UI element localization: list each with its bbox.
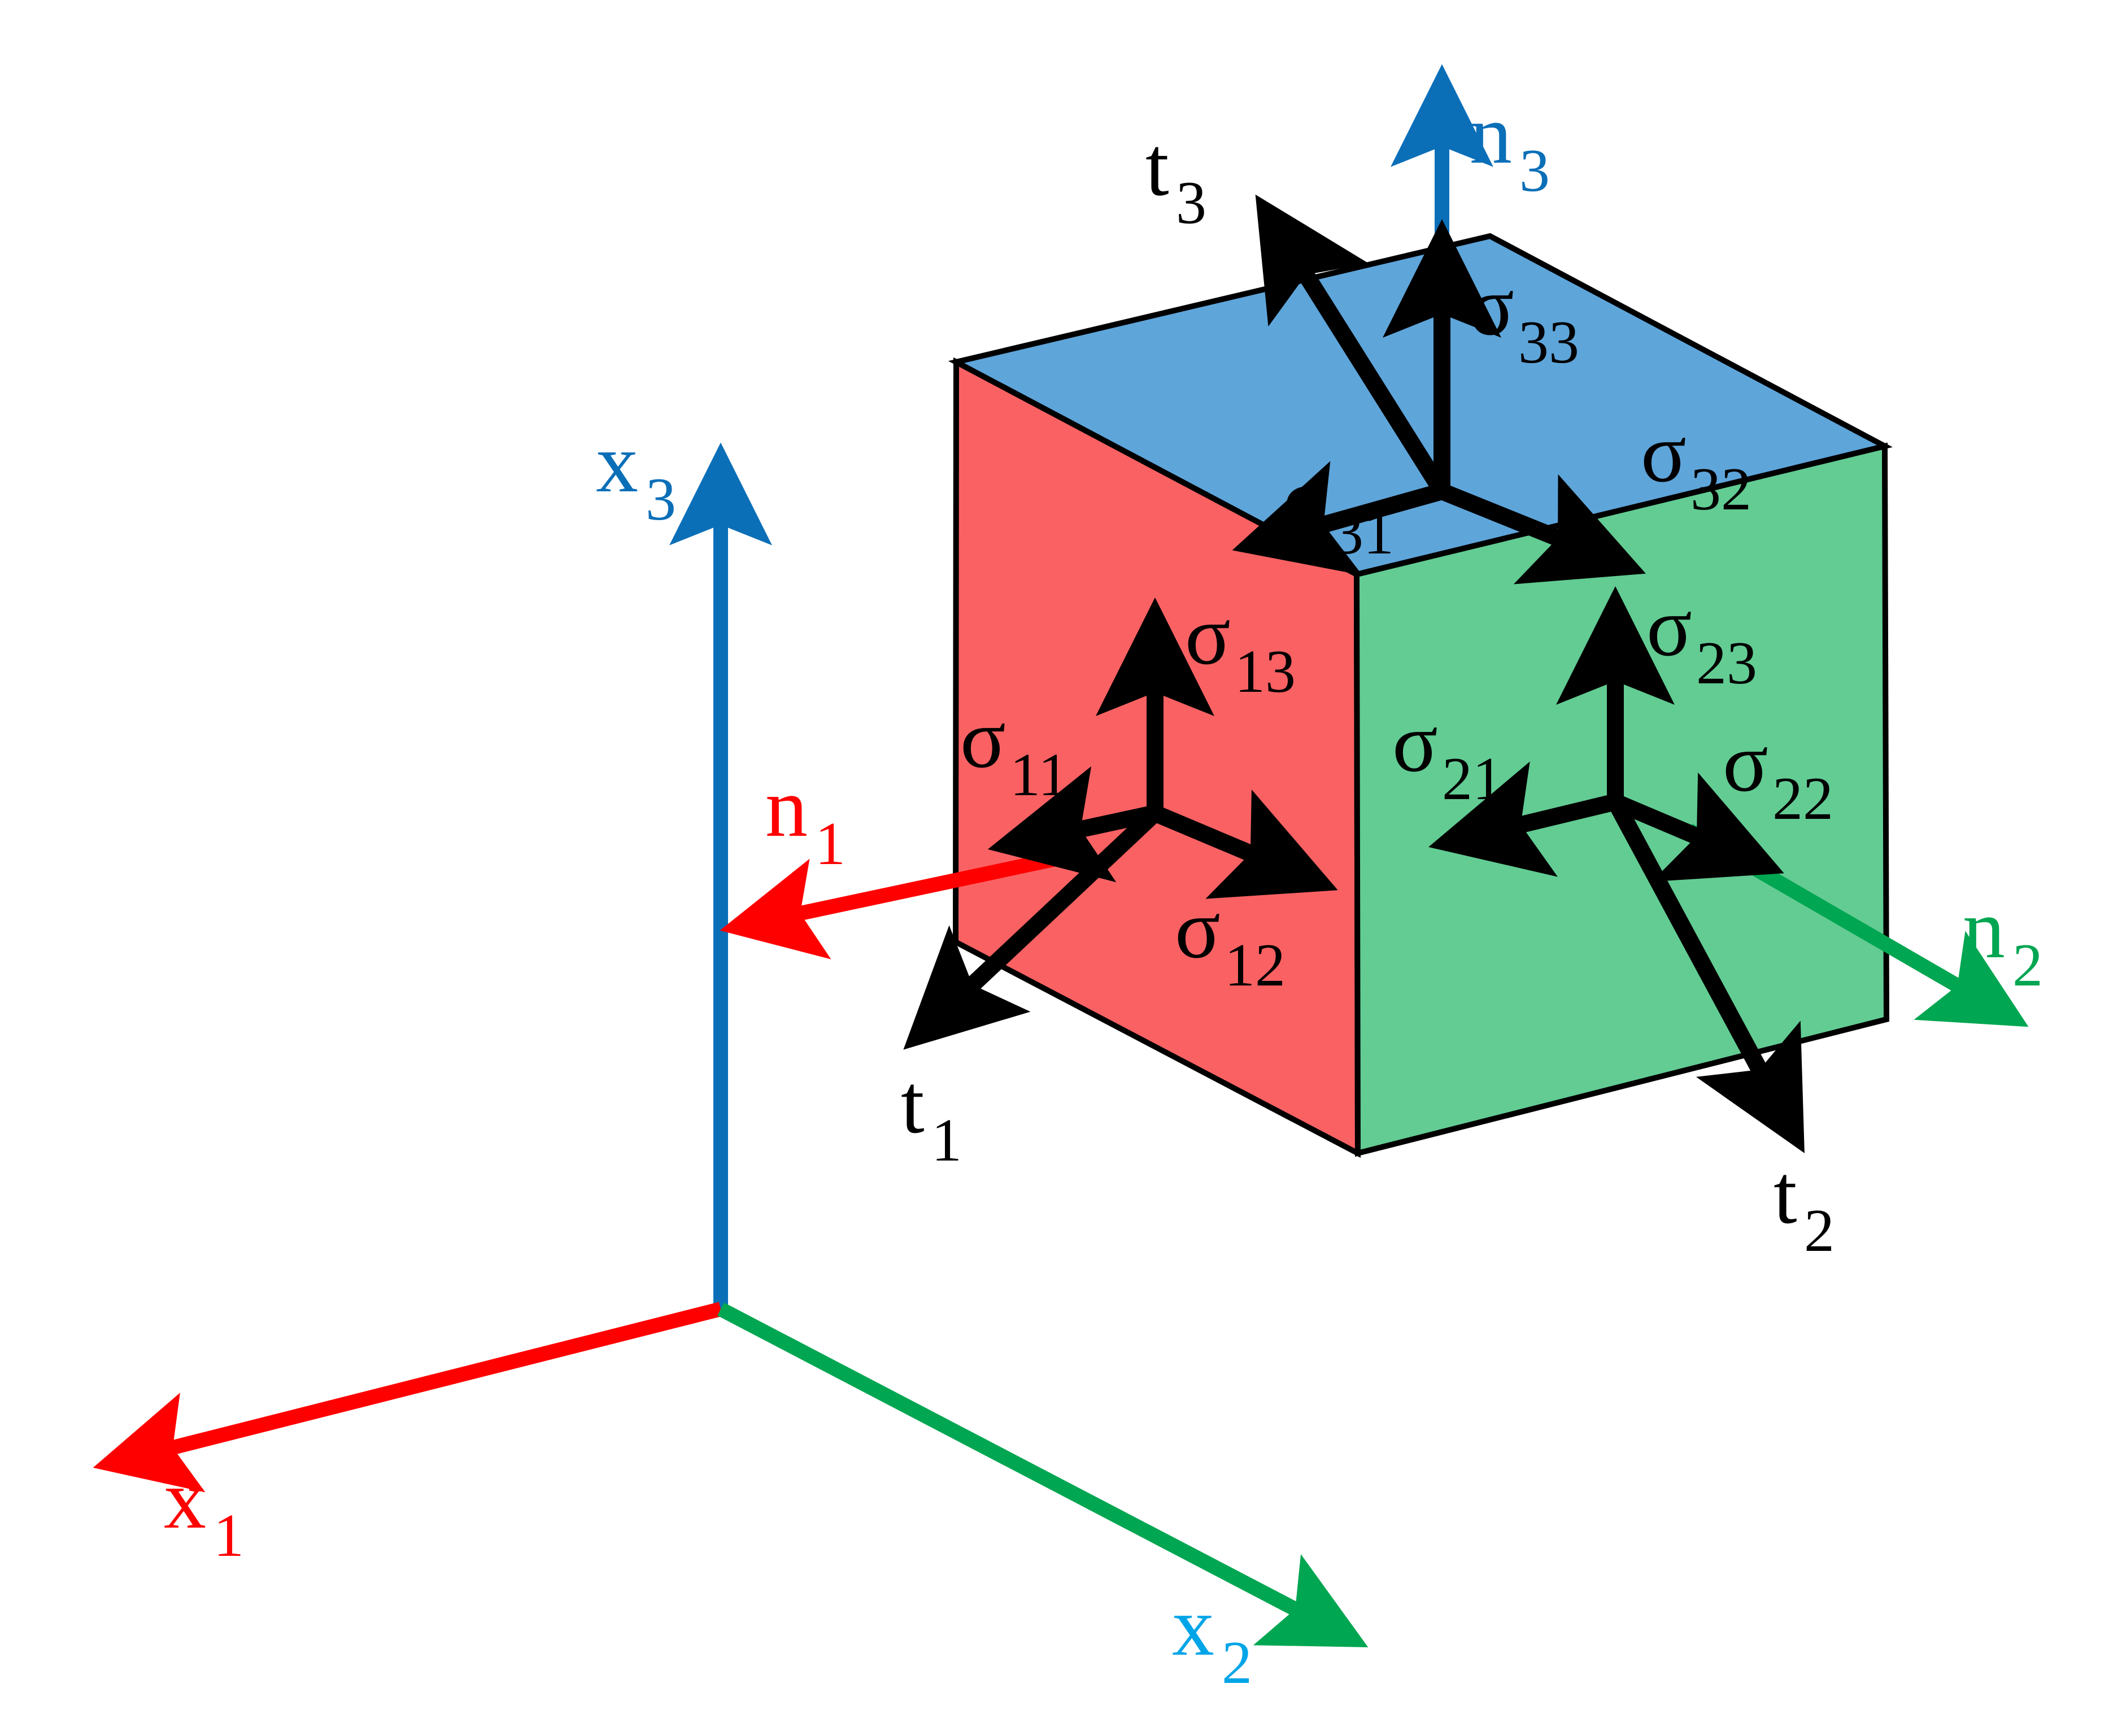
label-sigma31-symbol: σ — [1283, 450, 1329, 544]
label-x2-subscript: 2 — [1222, 1629, 1252, 1696]
label-n2-subscript: 2 — [2012, 932, 2043, 999]
label-sigma21: σ 21 — [1392, 696, 1503, 813]
label-t3-symbol: t — [1145, 120, 1169, 213]
face-x1-vectors — [720, 597, 1338, 1050]
label-n3-subscript: 3 — [1519, 137, 1550, 204]
label-sigma12-symbol: σ — [1175, 882, 1221, 976]
label-sigma21-symbol: σ — [1392, 696, 1438, 790]
label-n1-subscript: 1 — [815, 810, 846, 878]
label-sigma22-subscript: 22 — [1772, 765, 1833, 832]
label-n3: n 3 — [1470, 88, 1550, 204]
label-t3-subscript: 3 — [1176, 169, 1206, 237]
label-sigma13-subscript: 13 — [1235, 638, 1296, 705]
label-sigma33: σ 33 — [1469, 259, 1579, 376]
label-sigma23-subscript: 23 — [1696, 630, 1757, 697]
axis-x1-line — [93, 1302, 723, 1493]
label-n1: n 1 — [765, 761, 846, 878]
label-sigma32: σ 32 — [1641, 406, 1751, 523]
label-sigma31-subscript: 31 — [1333, 500, 1394, 567]
vector-sigma21 — [1428, 761, 1618, 877]
label-x1-subscript: 1 — [213, 1502, 244, 1569]
label-t2-subscript: 2 — [1804, 1197, 1835, 1264]
label-x3-subscript: 3 — [646, 466, 676, 533]
label-x1-symbol: x — [164, 1453, 206, 1546]
label-x3: x 3 — [596, 416, 676, 533]
label-sigma22-symbol: σ — [1723, 716, 1768, 809]
label-t1-subscript: 1 — [931, 1107, 962, 1174]
label-sigma32-symbol: σ — [1641, 406, 1687, 500]
vector-sigma32 — [1439, 474, 1646, 585]
label-n1-symbol: n — [765, 761, 808, 854]
label-sigma23-symbol: σ — [1646, 580, 1692, 674]
label-n2: n 2 — [1963, 882, 2043, 999]
vector-sigma12 — [1152, 790, 1338, 899]
label-t3: t 3 — [1145, 120, 1206, 237]
label-t2: t 2 — [1774, 1148, 1835, 1264]
label-sigma33-subscript: 33 — [1518, 309, 1579, 376]
label-sigma32-subscript: 32 — [1690, 456, 1751, 523]
label-x2: x 2 — [1172, 1580, 1252, 1696]
label-t1-symbol: t — [901, 1057, 925, 1151]
vector-t3 — [1255, 194, 1449, 496]
label-sigma22: σ 22 — [1723, 716, 1833, 832]
label-sigma11-symbol: σ — [960, 692, 1006, 786]
label-sigma13: σ 13 — [1185, 588, 1296, 705]
vector-sigma31 — [1232, 461, 1445, 575]
label-n2-symbol: n — [1963, 882, 2005, 976]
label-t1: t 1 — [901, 1057, 962, 1174]
label-sigma12-subscript: 12 — [1225, 932, 1286, 999]
label-sigma23: σ 23 — [1646, 580, 1757, 697]
label-t2-symbol: t — [1774, 1148, 1797, 1241]
label-sigma11-subscript: 11 — [1010, 741, 1069, 809]
vector-t2 — [1607, 797, 1805, 1153]
label-sigma13-symbol: σ — [1185, 588, 1231, 682]
label-n3-symbol: n — [1470, 88, 1512, 181]
label-sigma31: σ 31 — [1283, 450, 1394, 567]
label-sigma33-symbol: σ — [1469, 259, 1514, 353]
axis-x2-line — [717, 1302, 1369, 1647]
vector-sigma11 — [987, 766, 1157, 883]
face-x3-vectors — [1232, 64, 1646, 585]
vector-sigma22 — [1612, 772, 1784, 882]
label-sigma21-subscript: 21 — [1442, 745, 1503, 813]
vector-t1 — [903, 807, 1161, 1050]
label-x3-symbol: x — [596, 416, 638, 510]
label-sigma12: σ 12 — [1175, 882, 1286, 999]
face-x2-vectors — [1428, 586, 2029, 1153]
label-x2-symbol: x — [1172, 1580, 1214, 1673]
label-sigma11: σ 11 — [960, 692, 1069, 809]
label-x1: x 1 — [164, 1453, 244, 1569]
